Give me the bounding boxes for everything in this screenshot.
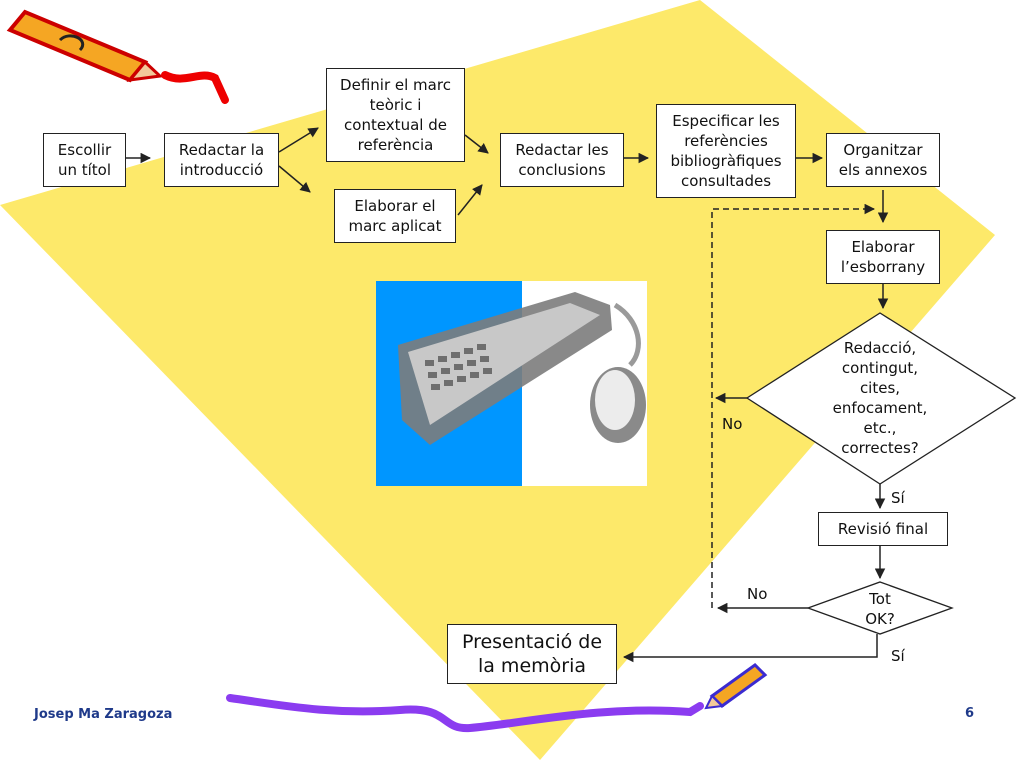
label-no-1: No: [722, 415, 743, 433]
decision-diamond-2: [806, 581, 954, 635]
node-elaborar-marc: Elaborar el marc aplicat: [334, 189, 456, 243]
node-escollir-titol: Escollir un títol: [43, 133, 126, 187]
node-elaborar-esborrany: Elaborar l’esborrany: [826, 230, 940, 284]
pencil-icon-small: [704, 663, 768, 710]
label-si-2: Sí: [891, 647, 905, 665]
node-revisio-final: Revisió final: [818, 512, 948, 546]
label-si-1: Sí: [891, 489, 905, 507]
decision-1-label: Redacció, contingut, cites, enfocament, …: [832, 339, 928, 457]
keyboard-mouse-picture: [376, 281, 647, 486]
label-no-2: No: [747, 585, 768, 603]
footer-page-number: 6: [965, 706, 975, 721]
node-organitzar-annexos: Organitzar els annexos: [826, 133, 940, 187]
footer-author: Josep Ma Zaragoza: [34, 707, 173, 722]
pencil-icon: [6, 9, 229, 104]
decision-2-label: Tot OK?: [865, 590, 895, 628]
purple-stroke: [226, 694, 704, 733]
node-redactar-conclusions: Redactar les conclusions: [500, 133, 624, 187]
node-especificar-referencies: Especificar les referències bibliogràfiq…: [656, 104, 796, 198]
node-redactar-introduccio: Redactar la introducció: [164, 133, 279, 187]
node-presentacio-memoria: Presentació de la memòria: [447, 624, 617, 684]
node-definir-marc: Definir el marc teòric i contextual de r…: [326, 68, 465, 162]
